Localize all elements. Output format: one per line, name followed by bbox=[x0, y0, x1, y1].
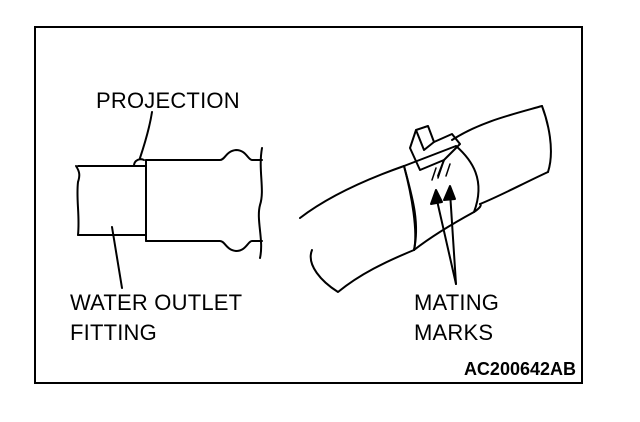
figure-frame bbox=[34, 26, 583, 384]
projection-label: PROJECTION bbox=[96, 88, 240, 113]
water-outlet-label-line2: FITTING bbox=[70, 320, 157, 345]
water-outlet-fitting-pipe bbox=[75, 165, 147, 236]
mating-marks-label-line2: MARKS bbox=[414, 320, 494, 345]
water-outlet-leader bbox=[111, 226, 123, 289]
water-outlet-label-line1: WATER OUTLET bbox=[70, 290, 243, 315]
hose-right bbox=[299, 105, 552, 293]
figure-code: AC200642AB bbox=[463, 359, 576, 379]
hose-clamp bbox=[403, 125, 482, 251]
mating-marks-label-line1: MATING bbox=[414, 290, 500, 315]
mating-marks-arrows bbox=[430, 185, 457, 285]
hose-left bbox=[133, 147, 263, 259]
projection-leader bbox=[139, 111, 153, 159]
